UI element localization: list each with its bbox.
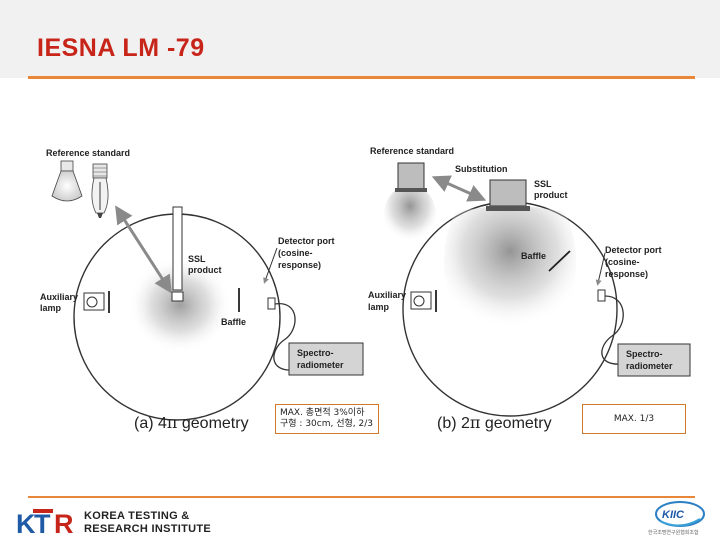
light-glow-b xyxy=(443,206,577,335)
note-box-b: MAX. 1/3 xyxy=(582,404,686,434)
title-band xyxy=(0,0,720,78)
baffle-b xyxy=(548,250,571,272)
detector-label-a-1: Detector port xyxy=(278,236,335,246)
caption-b-suffix: geometry xyxy=(480,415,551,432)
ssl-label-b-1: SSL xyxy=(534,179,552,189)
svg-text:K: K xyxy=(16,509,36,537)
substitution-arrow-b xyxy=(431,175,487,202)
ssl-product-a-icon xyxy=(171,291,184,302)
baffle-label-b: Baffle xyxy=(521,251,546,261)
detector-label-b-2: (cosine- xyxy=(605,257,640,267)
kiic-logo-text: KIIC xyxy=(662,509,685,521)
caption-a-prefix: (a) 4 xyxy=(134,415,167,432)
spectroradiometer-b xyxy=(617,343,691,377)
detector-label-b-3: response) xyxy=(605,269,648,279)
baffle-label-a: Baffle xyxy=(221,317,246,327)
spectro-label-b-2: radiometer xyxy=(626,361,673,371)
substitution-label: Substitution xyxy=(455,164,508,174)
kiic-caption: 한국조명연구원협회조합 xyxy=(648,530,699,536)
mounting-pole xyxy=(172,206,183,291)
note-box-a: MAX. 총면적 3%이하 구형 : 30cm, 선형, 2/3 xyxy=(275,404,379,434)
fiber-cable-a xyxy=(273,303,296,371)
caption-a: (a) 4π geometry xyxy=(134,413,249,432)
ssl-label-b-2: product xyxy=(534,190,568,200)
figure-b: Reference standard Substitution SSL prod… xyxy=(368,146,691,432)
detector-label-a-3: response) xyxy=(278,260,321,270)
detector-label-b-1: Detector port xyxy=(605,245,662,255)
note-a-line2: 구형 : 30cm, 선형, 2/3 xyxy=(280,419,373,429)
spectro-label-a-1: Spectro- xyxy=(297,348,334,358)
ktr-logo-icon: K T R xyxy=(16,509,74,537)
detector-pointer-a xyxy=(263,247,278,284)
footer-rule xyxy=(28,496,695,498)
kiic-logo-icon: KIIC xyxy=(655,501,705,527)
figure-a: Reference standard SSL product Baffle xyxy=(40,148,364,432)
reference-standard-label-a: Reference standard xyxy=(46,148,130,158)
caption-b-prefix: (b) 2 xyxy=(437,415,470,432)
svg-text:R: R xyxy=(54,509,74,537)
aux-lamp-label-a-1: Auxiliary xyxy=(40,292,78,302)
aux-lamp-label-b-1: Auxiliary xyxy=(368,290,406,300)
caption-a-suffix: geometry xyxy=(177,415,248,432)
reflector-lamp-icon xyxy=(51,160,83,202)
ktr-org-line2: RESEARCH INSTITUTE xyxy=(84,523,212,535)
ktr-org-line1: KOREA TESTING & xyxy=(84,510,190,522)
aux-lamp-label-a-2: lamp xyxy=(40,303,62,313)
note-b-text: MAX. 1/3 xyxy=(613,414,655,424)
caption-a-pi: π xyxy=(167,413,178,432)
fiber-cable-b xyxy=(601,295,624,365)
caption-b-pi: π xyxy=(470,413,481,432)
detector-pointer-b xyxy=(595,252,606,286)
auxiliary-lamp-b-icon xyxy=(410,290,437,312)
title-underline xyxy=(28,76,695,79)
spectro-label-a-2: radiometer xyxy=(297,360,344,370)
aux-lamp-label-b-2: lamp xyxy=(368,302,390,312)
detector-port-a-icon xyxy=(267,297,276,310)
ssl-label-a-1: SSL xyxy=(188,254,206,264)
ktr-org-name: KOREA TESTING & RESEARCH INSTITUTE xyxy=(84,510,211,536)
svg-text:T: T xyxy=(34,509,51,537)
note-a-line1: MAX. 총면적 3%이하 xyxy=(280,408,365,418)
reference-lamp-b-icon xyxy=(397,162,425,190)
slide-title: IESNA LM -79 xyxy=(37,34,205,62)
ssl-label-a-2: product xyxy=(188,265,222,275)
ssl-product-b-icon xyxy=(489,179,527,207)
detector-port-b-icon xyxy=(597,289,606,302)
reference-standard-label-b: Reference standard xyxy=(370,146,454,156)
reference-lamp-b-base xyxy=(395,188,427,192)
standard-lamp-icon xyxy=(91,163,109,218)
detector-label-a-2: (cosine- xyxy=(278,248,313,258)
auxiliary-lamp-a-icon xyxy=(83,291,110,313)
spectro-label-b-1: Spectro- xyxy=(626,349,663,359)
ssl-product-b-flange xyxy=(486,206,530,211)
caption-b: (b) 2π geometry xyxy=(437,413,552,432)
substitution-arrow-a xyxy=(115,205,172,294)
spectroradiometer-a xyxy=(288,342,364,376)
reference-glow-b xyxy=(384,185,436,245)
